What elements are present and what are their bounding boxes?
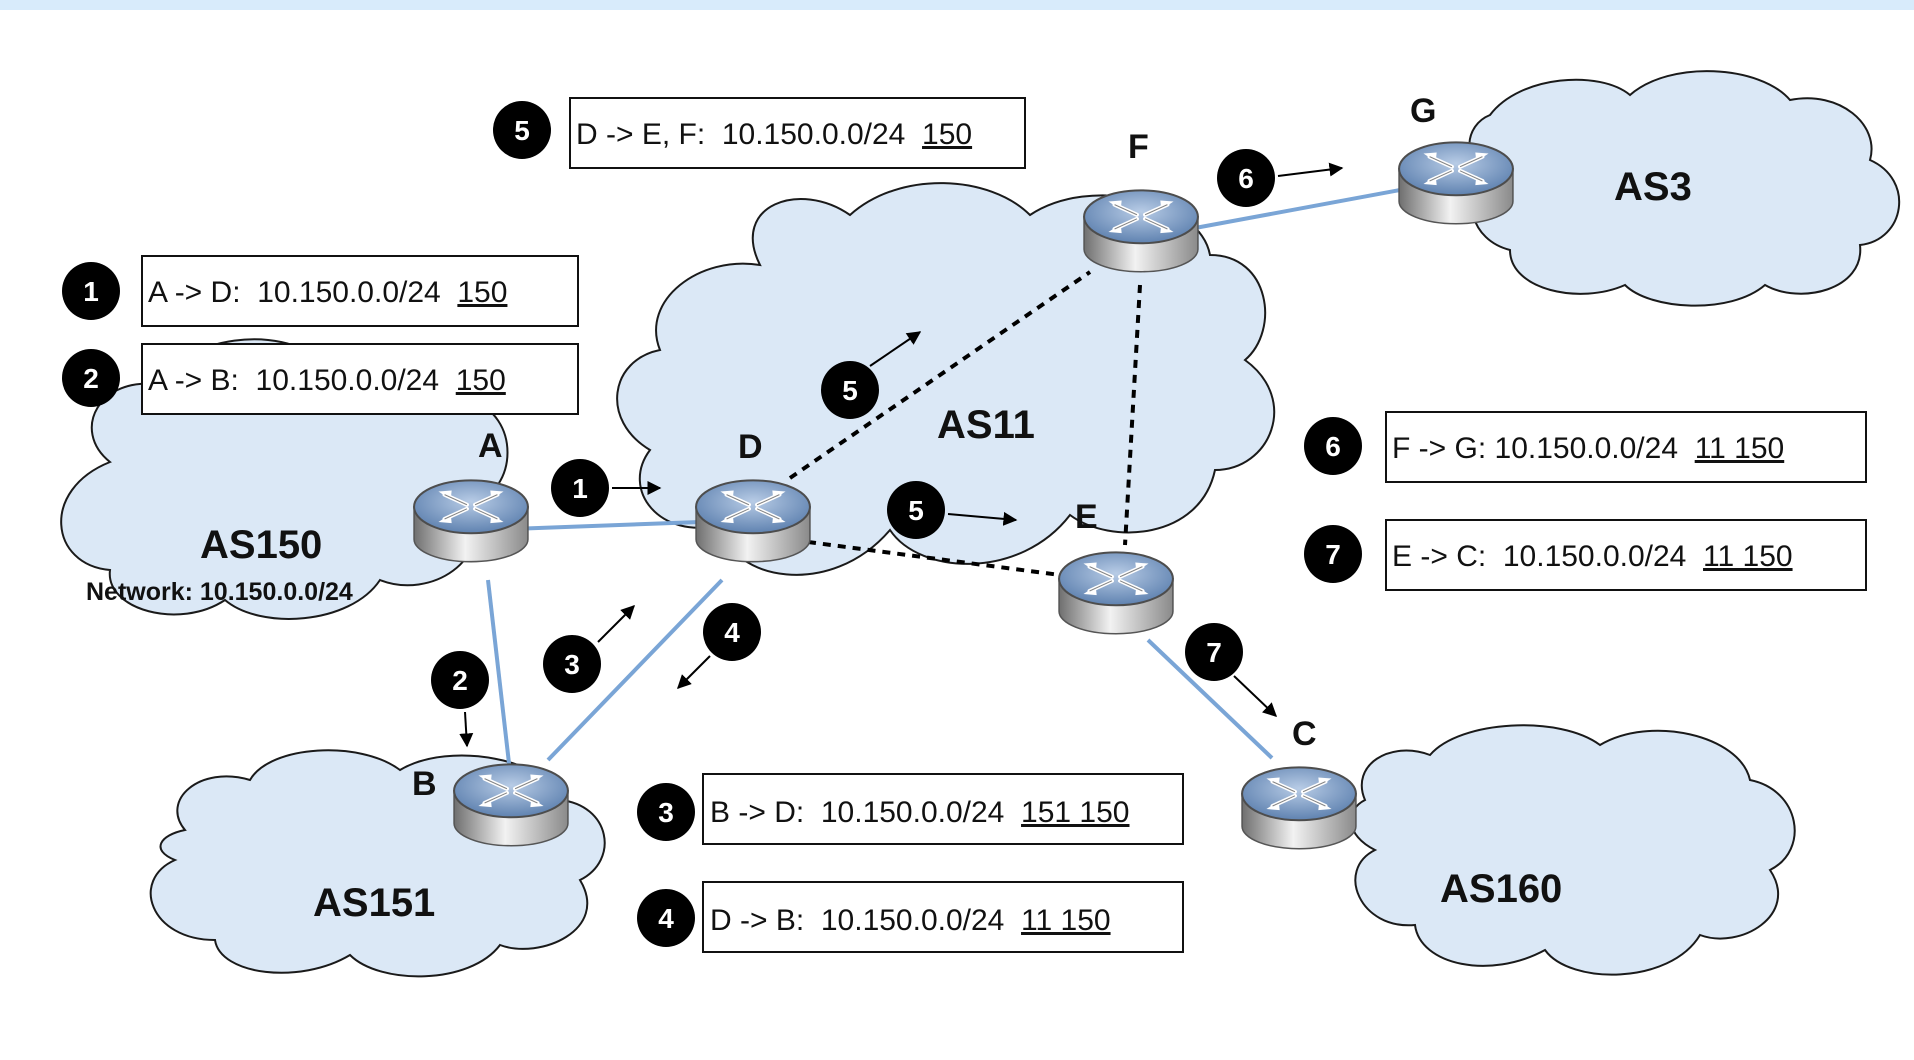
link-step-badge: 1 <box>551 459 662 517</box>
as-label-as151: AS151 <box>313 881 435 925</box>
top-bar <box>0 0 1914 10</box>
svg-text:1: 1 <box>572 473 588 504</box>
announcement-2: A -> B: 10.150.0.0/24 150 <box>141 343 579 415</box>
as-label-as150: AS150 <box>200 523 322 567</box>
step-badge: 4 <box>637 889 695 947</box>
link-step-badge: 5 <box>887 481 1018 539</box>
link-a-b <box>486 579 512 773</box>
as-label-as160: AS160 <box>1440 867 1562 911</box>
router-label-a: A <box>478 427 503 465</box>
announcement-3: B -> D: 10.150.0.0/24 151 150 <box>702 773 1184 845</box>
link-step-badge: 3 <box>543 605 635 693</box>
svg-text:E -> C: 10.150.0.0/24 11 150: E -> C: 10.150.0.0/24 11 150 <box>1392 540 1793 573</box>
step-badge: 2 <box>62 349 120 407</box>
step-badge: 3 <box>637 783 695 841</box>
router-icon[interactable] <box>1242 767 1356 848</box>
link-e-c <box>1146 638 1274 760</box>
step-badge: 1 <box>62 262 120 320</box>
link-d-f <box>788 270 1092 480</box>
router-label-g: G <box>1410 92 1436 130</box>
svg-text:D -> E, F: 10.150.0.0/24 150: D -> E, F: 10.150.0.0/24 150 <box>576 118 972 151</box>
as-label-as11: AS11 <box>937 403 1035 447</box>
router-icon[interactable] <box>414 480 528 561</box>
router-icon[interactable] <box>1059 552 1173 633</box>
svg-text:7: 7 <box>1325 539 1341 570</box>
announcement-1: A -> D: 10.150.0.0/24 150 <box>141 255 579 327</box>
router-label-d: D <box>738 428 763 466</box>
link-d-e <box>807 540 1061 577</box>
svg-text:5: 5 <box>842 375 858 406</box>
router-icon[interactable] <box>454 764 568 845</box>
link-f-e <box>1123 284 1142 546</box>
router-icon[interactable] <box>1399 142 1513 223</box>
router-icon[interactable] <box>696 480 810 561</box>
svg-text:2: 2 <box>83 363 99 394</box>
link-step-badge: 6 <box>1217 149 1344 207</box>
svg-text:F -> G: 10.150.0.0/24 11 150: F -> G: 10.150.0.0/24 11 150 <box>1392 432 1784 465</box>
step-badge: 6 <box>1304 417 1362 475</box>
router-label-c: C <box>1292 715 1317 753</box>
svg-text:5: 5 <box>908 495 924 526</box>
svg-text:6: 6 <box>1325 431 1341 462</box>
announcement-7: E -> C: 10.150.0.0/24 11 150 <box>1385 519 1867 591</box>
svg-text:3: 3 <box>658 797 674 828</box>
svg-text:2: 2 <box>452 665 468 696</box>
svg-text:6: 6 <box>1238 163 1254 194</box>
announcement-5: D -> E, F: 10.150.0.0/24 150 <box>569 97 1026 169</box>
link-step-badge: 5 <box>821 331 922 419</box>
cloud-as11 <box>616 182 1276 576</box>
link-step-badge: 2 <box>431 651 489 748</box>
step-badge: 7 <box>1304 525 1362 583</box>
router-label-f: F <box>1128 128 1149 166</box>
step-badge: 5 <box>493 101 551 159</box>
svg-text:A -> D: 10.150.0.0/24 150: A -> D: 10.150.0.0/24 150 <box>148 276 507 309</box>
link-f-g <box>1194 188 1401 230</box>
svg-text:7: 7 <box>1206 637 1222 668</box>
announcement-4: D -> B: 10.150.0.0/24 11 150 <box>702 881 1184 953</box>
svg-text:D -> B: 10.150.0.0/24 11 150: D -> B: 10.150.0.0/24 11 150 <box>710 904 1111 937</box>
svg-text:4: 4 <box>658 903 674 934</box>
link-b-d <box>546 578 724 762</box>
as-label-as3: AS3 <box>1614 165 1692 209</box>
svg-text:B -> D: 10.150.0.0/24 151 15: B -> D: 10.150.0.0/24 151 150 <box>710 796 1129 829</box>
announcement-6: F -> G: 10.150.0.0/24 11 150 <box>1385 411 1867 483</box>
svg-text:A -> B: 10.150.0.0/24 150: A -> B: 10.150.0.0/24 150 <box>148 364 506 397</box>
svg-text:1: 1 <box>83 276 99 307</box>
router-icon[interactable] <box>1084 190 1198 271</box>
svg-text:5: 5 <box>514 115 530 146</box>
link-step-badge: 7 <box>1185 623 1278 717</box>
link-step-badge: 4 <box>677 603 761 689</box>
cloud-as160 <box>1350 724 1796 976</box>
cloud-as3 <box>1468 70 1901 307</box>
svg-text:3: 3 <box>564 649 580 680</box>
as150-network-label: Network: 10.150.0.0/24 <box>86 578 353 606</box>
router-label-b: B <box>412 765 437 803</box>
svg-text:4: 4 <box>724 617 740 648</box>
router-label-e: E <box>1075 498 1098 536</box>
